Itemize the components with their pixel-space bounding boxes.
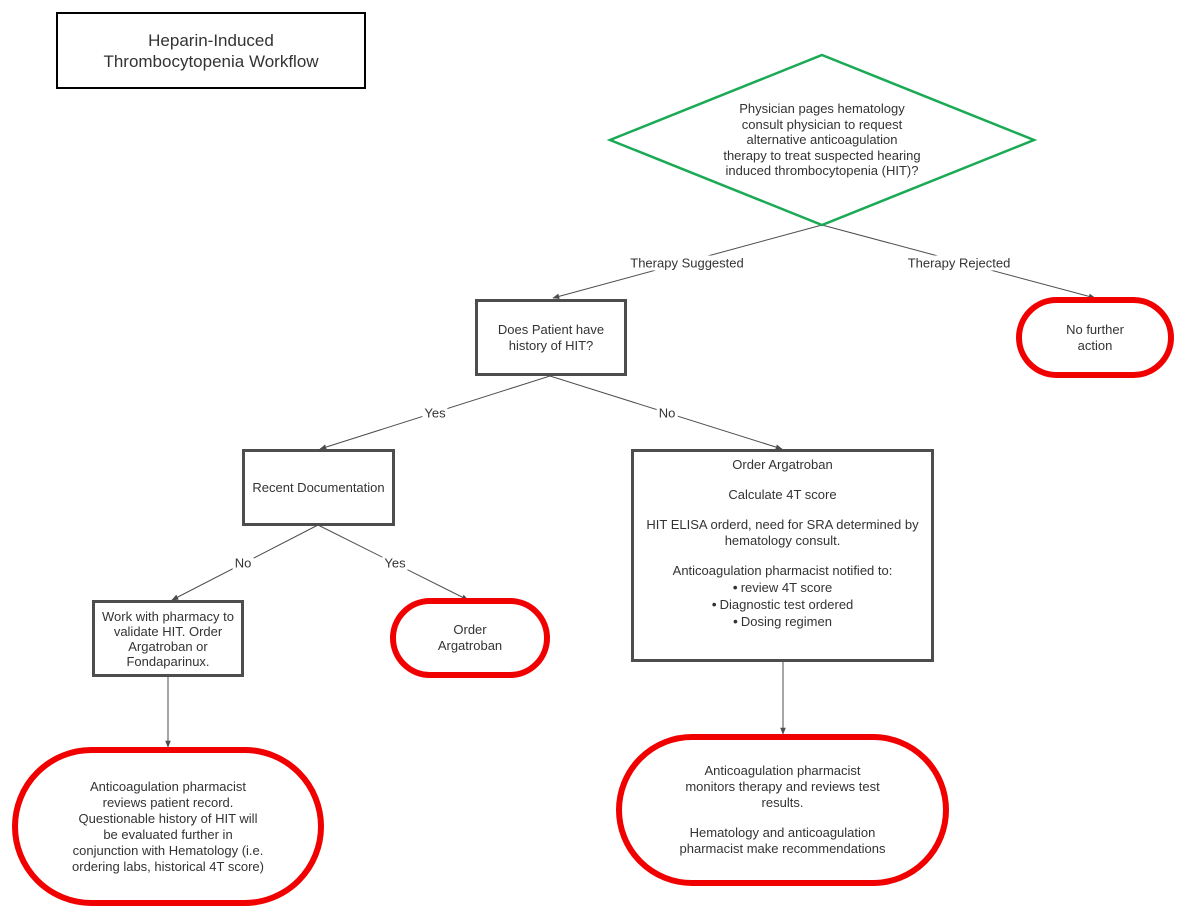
edge-label-therapy-suggested: Therapy Suggested <box>628 255 746 271</box>
edge-label-therapy-rejected: Therapy Rejected <box>905 255 1013 271</box>
order-argatroban-protocol-box: Order Argatroban Calculate 4T score HIT … <box>631 449 934 662</box>
work-with-pharmacy-box: Work with pharmacy to validate HIT. Orde… <box>92 600 244 677</box>
notification-bullet-list: review 4T score Diagnostic test ordered … <box>712 579 854 630</box>
edge-label-documentation-no: No <box>232 555 254 571</box>
edge-label-history-no: No <box>656 405 678 421</box>
edge-label-documentation-yes: Yes <box>382 555 408 571</box>
no-further-action-terminal: No further action <box>1016 297 1174 378</box>
bullet-item: Dosing regimen <box>712 613 854 630</box>
start-decision-text: Physician pages hematology consult physi… <box>723 101 921 179</box>
bullet-item: Diagnostic test ordered <box>712 596 854 613</box>
order-argatroban-terminal: Order Argatroban <box>390 598 550 678</box>
diagram-title: Heparin-Induced Thrombocytopenia Workflo… <box>56 12 366 89</box>
edge-label-history-yes: Yes <box>422 405 448 421</box>
history-of-hit-question: Does Patient have history of HIT? <box>475 299 627 376</box>
pharmacist-monitors-terminal: Anticoagulation pharmacist monitors ther… <box>616 734 949 886</box>
bullet-item: review 4T score <box>712 579 854 596</box>
recent-documentation-box: Recent Documentation <box>242 449 395 526</box>
title-line-1: Heparin-Induced <box>148 30 274 50</box>
start-decision-diamond <box>606 53 1038 227</box>
title-line-2: Thrombocytopenia Workflow <box>103 51 319 71</box>
pharmacist-reviews-record-terminal: Anticoagulation pharmacist reviews patie… <box>12 747 324 906</box>
